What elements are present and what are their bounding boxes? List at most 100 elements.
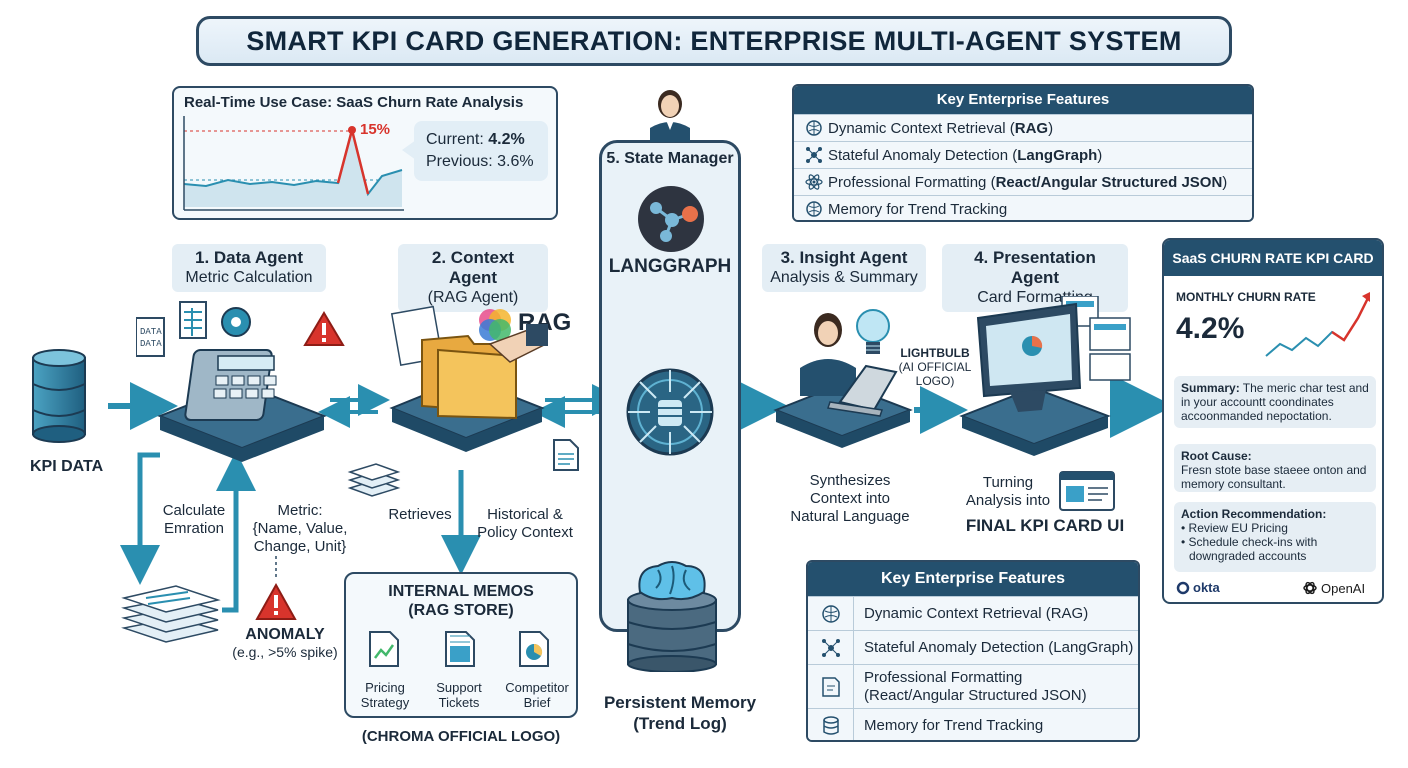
document-icon — [553, 439, 579, 471]
current-previous-bubble: Current: 4.2% Previous: 3.6% — [414, 121, 548, 181]
action-label: Action Recommendation: — [1181, 507, 1327, 521]
memory-line2: (Trend Log) — [633, 714, 727, 733]
papers-icon — [347, 463, 401, 497]
data-agent-title: 1. Data Agent — [194, 248, 303, 267]
feature-pre: Professional Formatting ( — [828, 173, 996, 191]
kpi-card: SaaS CHURN RATE KPI CARD MONTHLY CHURN R… — [1162, 238, 1384, 604]
database-icon — [32, 349, 86, 443]
feature-line1: Stateful Anomaly Detection (LangGraph) — [864, 638, 1134, 656]
synth-line2: Context into — [809, 490, 891, 507]
svg-text:DATA: DATA — [140, 339, 162, 349]
memo-support-line2: Tickets — [438, 695, 480, 710]
feature-line1: Memory for Trend Tracking — [864, 716, 1044, 734]
pricing-doc-icon — [369, 631, 399, 667]
anomaly-label: ANOMALY — [245, 626, 325, 643]
memo-support-line1: Support — [436, 680, 482, 695]
kpi-root-cause-box: Root Cause: Fresn stote base staeee onto… — [1174, 444, 1376, 492]
okta-text: okta — [1193, 580, 1220, 595]
lightbulb-line3: LOGO) — [915, 374, 955, 388]
anomaly-example: (e.g., >5% spike) — [232, 644, 338, 660]
openai-logo: OpenAI — [1302, 580, 1365, 596]
feature-post: ) — [1222, 173, 1228, 191]
kpi-metric-value: 4.2% — [1176, 312, 1245, 345]
kpi-action-box: Action Recommendation: • Review EU Prici… — [1174, 502, 1376, 572]
kpi-card-header: SaaS CHURN RATE KPI CARD — [1164, 240, 1382, 276]
feature-text: Professional Formatting (React/Angular S… — [828, 174, 1227, 191]
page-title: SMART KPI CARD GENERATION: ENTERPRISE MU… — [196, 16, 1232, 66]
memos-title-line1: INTERNAL MEMOS — [388, 583, 534, 600]
openai-icon — [1303, 581, 1317, 595]
synth-line3: Natural Language — [790, 508, 910, 525]
memo-pricing-line1: Pricing — [365, 680, 405, 695]
insight-agent-title: 3. Insight Agent — [780, 248, 908, 267]
calculator-platform-icon: DATA DATA — [136, 301, 327, 462]
hub-database-icon — [626, 368, 714, 456]
current-label: Current: — [426, 131, 484, 148]
context-agent-tag: 2. Context Agent (RAG Agent) — [398, 244, 548, 312]
kpi-trend-sparkline — [1265, 292, 1370, 357]
atom-icon — [800, 173, 828, 191]
calculate-line1: Calculate — [162, 502, 226, 519]
bubble-pointer — [402, 140, 416, 160]
feature-text: Stateful Anomaly Detection (LangGraph) — [828, 147, 1102, 164]
chroma-caption: (CHROMA OFFICIAL LOGO) — [361, 728, 561, 745]
context-agent-subtitle: (RAG Agent) — [427, 289, 519, 306]
feature-pre: Stateful Anomaly Detection ( — [828, 146, 1018, 164]
calculate-line2: Emration — [163, 520, 225, 537]
feature-line1: Dynamic Context Retrieval (RAG) — [864, 604, 1089, 622]
insight-agent-subtitle: Analysis & Summary — [770, 269, 918, 286]
brain-database-icon — [627, 561, 717, 672]
network-icon — [808, 631, 854, 664]
feature-pre: Dynamic Context Retrieval ( — [828, 119, 1015, 137]
memos-title-line2: (RAG STORE) — [408, 602, 514, 619]
database-icon — [808, 709, 854, 740]
memo-competitor: Competitor Brief — [498, 680, 576, 710]
tickets-doc-icon — [445, 631, 475, 667]
feature-line1: Professional Formatting — [864, 668, 1023, 686]
historical-line2: Policy Context — [477, 524, 573, 541]
final-kpi-label: FINAL KPI CARD UI — [965, 516, 1125, 535]
action-item: • Schedule check-ins with — [1181, 535, 1318, 549]
feature-row: Dynamic Context Retrieval (RAG) — [794, 114, 1252, 141]
historical-note: Historical & Policy Context — [468, 506, 582, 542]
kpi-summary-box: Summary: The meric char test and in your… — [1174, 376, 1376, 428]
calculate-note: Calculate Emration — [154, 502, 234, 538]
feature-post: ) — [1097, 146, 1103, 164]
brain-icon — [800, 119, 828, 137]
feature-row: Stateful Anomaly Detection (LangGraph) — [794, 141, 1252, 168]
turn-line2: Analysis into — [965, 492, 1051, 509]
okta-icon — [1176, 581, 1190, 594]
data-agent-subtitle: Metric Calculation — [185, 269, 313, 286]
synthesizes-note: Synthesizes Context into Natural Languag… — [776, 472, 924, 526]
historical-line1: Historical & — [487, 506, 563, 523]
features-bottom-panel: Key Enterprise Features Dynamic Context … — [806, 560, 1140, 742]
anomaly-note: ANOMALY (e.g., >5% spike) — [230, 626, 340, 660]
monitor-platform-icon — [959, 296, 1131, 456]
kpi-metric-label: MONTHLY CHURN RATE — [1176, 290, 1316, 304]
person-icon — [650, 90, 690, 142]
langgraph-logo-icon — [638, 186, 704, 252]
data-agent-tag: 1. Data Agent Metric Calculation — [172, 244, 326, 292]
previous-label: Previous: — [426, 153, 493, 170]
network-icon — [800, 146, 828, 164]
brain-icon — [800, 200, 828, 218]
summary-text: The meric char test and in your accountt… — [1181, 381, 1369, 423]
feature-row: Professional Formatting(React/Angular St… — [808, 664, 1138, 708]
feature-text: Memory for Trend Tracking — [828, 201, 1007, 218]
metric-line1: Metric: — [277, 502, 323, 519]
context-agent-title: 2. Context Agent — [431, 248, 515, 287]
metric-line2: {Name, Value, — [252, 520, 348, 537]
memo-pricing: Pricing Strategy — [350, 680, 420, 710]
root-text: Fresn stote base staeee onton and memory… — [1181, 463, 1367, 491]
reports-stack-icon — [121, 585, 221, 643]
kpi-data-label: KPI DATA — [30, 458, 104, 475]
feature-row: Memory for Trend Tracking — [794, 195, 1252, 220]
action-item: • Review EU Pricing — [1181, 521, 1288, 535]
internal-memos-panel: INTERNAL MEMOS (RAG STORE) Pricing Strat… — [344, 572, 578, 718]
analyst-laptop-icon — [773, 313, 913, 448]
feature-bold: React/Angular Structured JSON — [995, 173, 1223, 191]
memo-support: Support Tickets — [424, 680, 494, 710]
metric-note: Metric: {Name, Value, Change, Unit} — [244, 502, 356, 556]
features-top-header: Key Enterprise Features — [794, 86, 1252, 114]
anomaly-warning-icon — [255, 582, 297, 620]
